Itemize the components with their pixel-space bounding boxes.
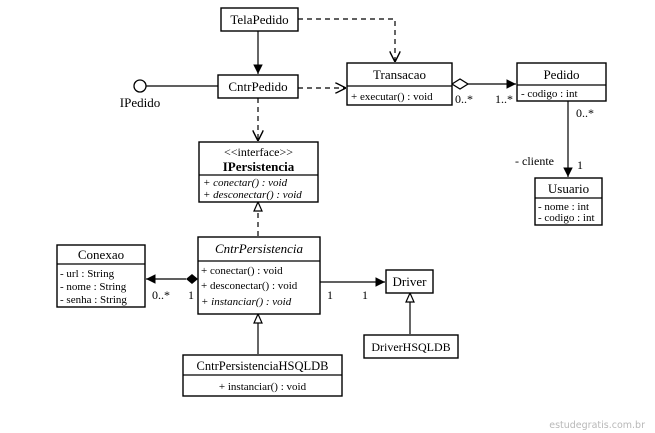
class-driverhsqldb: DriverHSQLDB (363, 334, 459, 359)
class-conexao: Conexao - url : String - nome : String -… (56, 244, 146, 308)
class-usuario: Usuario - nome : int - codigo : int (534, 177, 603, 226)
interface-ipersistencia: <<interface>> IPersistencia + conectar()… (198, 141, 319, 203)
class-name: Usuario (548, 181, 589, 196)
aggregation-diamond-icon (450, 78, 470, 90)
dep-telapedido-transacao (298, 18, 395, 62)
class-name: TelaPedido (230, 12, 288, 27)
class-operation: + instanciar() : void (201, 296, 292, 308)
multiplicity-label: 1..* (495, 92, 513, 106)
class-name: IPersistencia (223, 159, 295, 174)
class-telapedido: TelaPedido (220, 7, 299, 32)
class-attribute: - url : String (60, 268, 115, 280)
composition-diamond-icon (186, 274, 198, 284)
multiplicity-label: 1 (577, 158, 583, 172)
class-cntrpersistenciahsqldb: CntrPersistenciaHSQLDB + instanciar() : … (182, 354, 343, 397)
multiplicity-label: 1 (362, 288, 368, 302)
class-attribute: - nome : int (538, 201, 589, 213)
class-name: CntrPersistenciaHSQLDB (197, 359, 329, 373)
class-driver: Driver (385, 269, 434, 294)
class-operation: + executar() : void (351, 91, 433, 103)
class-operation: + desconectar() : void (203, 189, 302, 201)
class-attribute: - senha : String (60, 294, 127, 306)
driver-generalization-triangle-icon (405, 291, 415, 303)
class-cntrpersistencia: CntrPersistencia + conectar() : void + d… (197, 236, 321, 315)
realization-triangle-icon (253, 200, 263, 212)
class-attribute: - codigo : int (538, 212, 595, 224)
class-cntrpedido: CntrPedido (217, 74, 299, 99)
class-operation: + instanciar() : void (219, 381, 307, 393)
multiplicity-label: 0..* (152, 288, 170, 302)
class-name: DriverHSQLDB (371, 340, 450, 354)
class-transacao: Transacao + executar() : void (346, 62, 453, 106)
class-attribute: - codigo : int (521, 88, 578, 100)
class-name: Pedido (543, 67, 579, 82)
interface-lollipop-icon (133, 79, 147, 93)
multiplicity-label: 1 (327, 288, 333, 302)
class-name: CntrPersistencia (215, 241, 304, 256)
multiplicity-label: 0..* (455, 92, 473, 106)
class-operation: + desconectar() : void (201, 280, 298, 292)
class-name: Transacao (373, 67, 426, 82)
class-name: CntrPedido (228, 79, 287, 94)
class-attribute: - nome : String (60, 281, 127, 293)
class-operation: + conectar() : void (203, 177, 288, 189)
class-pedido: Pedido - codigo : int (516, 62, 607, 102)
watermark: estudegratis.com.br (549, 420, 645, 431)
class-operation: + conectar() : void (201, 265, 283, 277)
multiplicity-label: 1 (188, 288, 194, 302)
interface-stereotype: <<interface>> (224, 145, 293, 159)
role-label: - cliente (515, 154, 554, 168)
class-name: Driver (393, 274, 428, 289)
multiplicity-label: 0..* (576, 106, 594, 120)
class-name: Conexao (78, 247, 124, 262)
generalization-triangle-icon (253, 312, 263, 324)
interface-label: IPedido (120, 95, 160, 110)
